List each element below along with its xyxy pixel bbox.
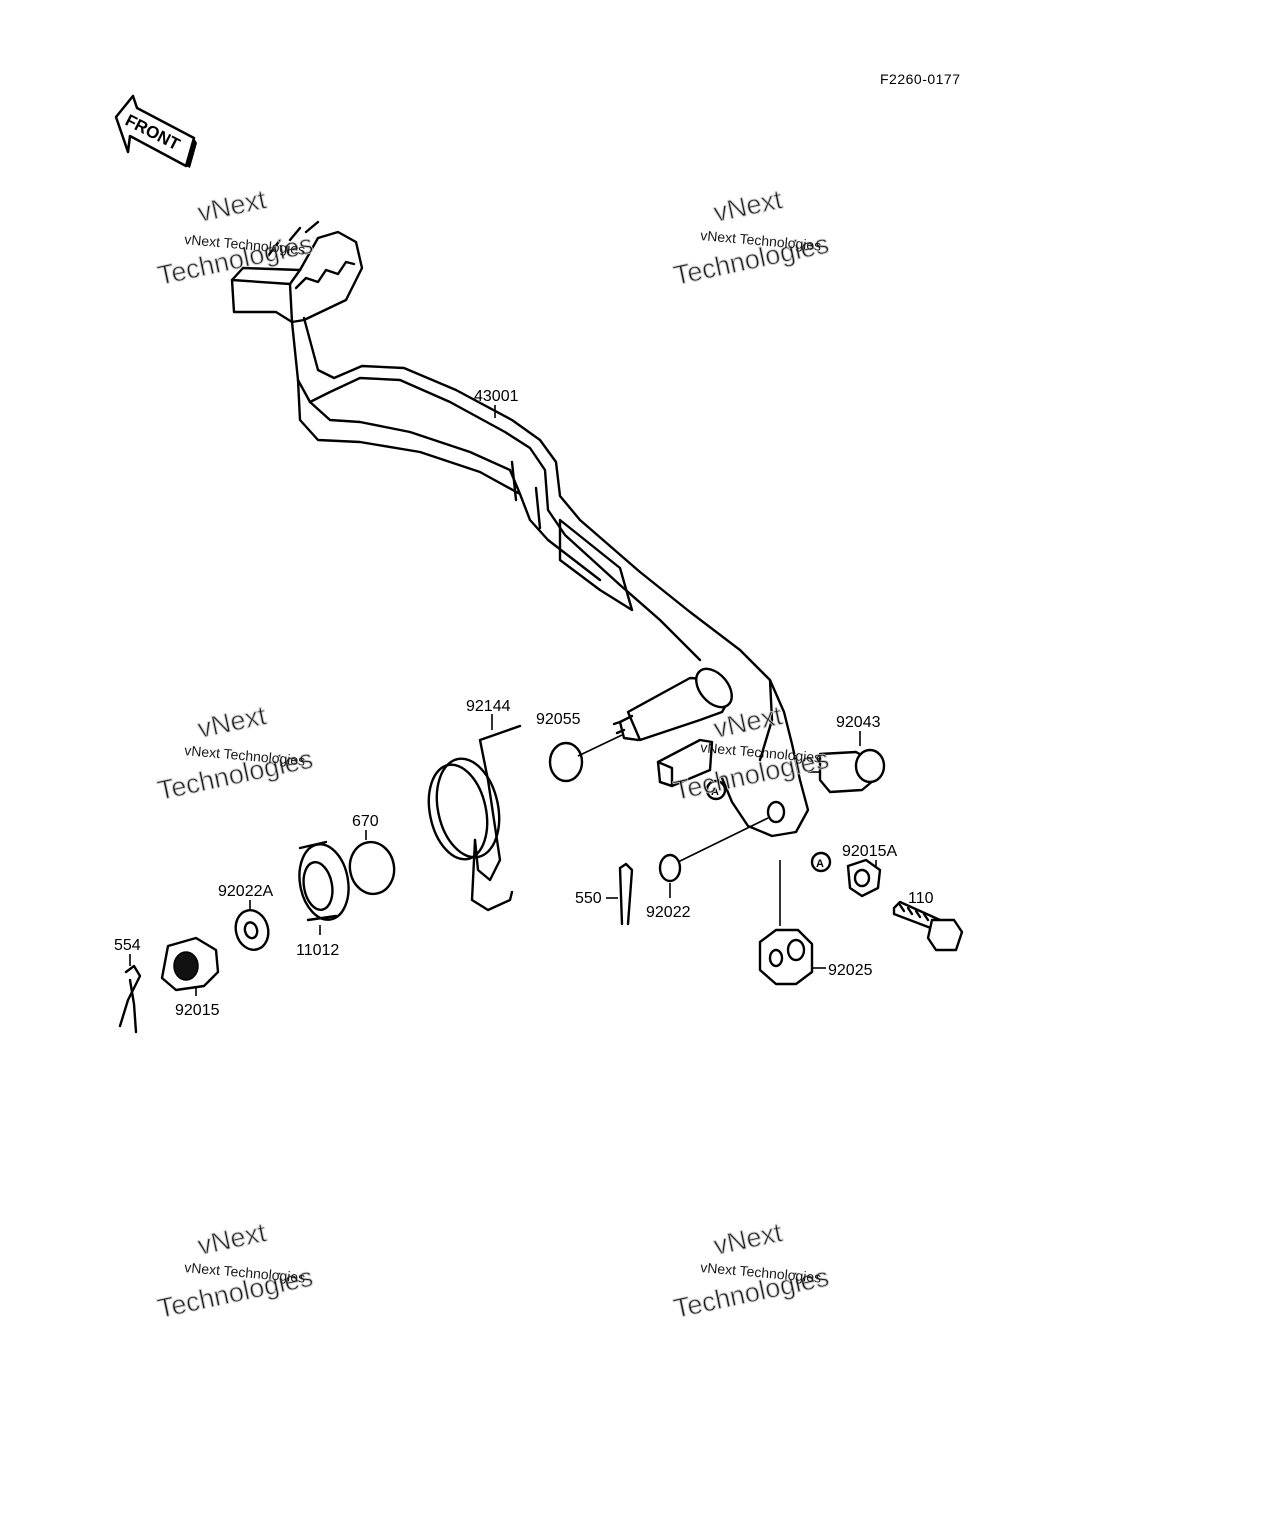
brake-pedal: A xyxy=(230,220,810,838)
label-92022a: 92022A xyxy=(218,883,273,900)
label-92015a: 92015A xyxy=(842,843,897,860)
watermark-bottom-right: vNext Technologies vNext Technologies xyxy=(671,1217,832,1325)
svg-text:vNext: vNext xyxy=(195,700,269,744)
svg-text:A: A xyxy=(816,858,824,870)
watermark-mid-left: vNext Technologies vNext Technologies xyxy=(155,700,316,807)
svg-text:vNext: vNext xyxy=(711,1217,785,1261)
label-554: 554 xyxy=(114,937,141,954)
label-550: 550 xyxy=(575,890,602,907)
svg-text:A: A xyxy=(711,786,719,798)
bolt-110 xyxy=(892,900,964,952)
return-spring xyxy=(427,724,522,912)
o-ring-92055 xyxy=(548,734,623,783)
watermark-top-right: vNext Technologies vNext Technologies xyxy=(671,184,832,292)
cotter-pin-550 xyxy=(618,862,634,926)
r-clip-554 xyxy=(118,964,142,1034)
svg-text:vNext: vNext xyxy=(195,184,269,228)
o-ring-670 xyxy=(348,840,396,896)
label-92144: 92144 xyxy=(466,698,511,715)
clevis-pin xyxy=(808,748,886,794)
watermark-bottom-left: vNext Technologies vNext Technologies xyxy=(155,1217,316,1325)
label-110: 110 xyxy=(908,890,934,907)
label-43001: 43001 xyxy=(474,388,519,405)
label-670: 670 xyxy=(352,813,379,830)
front-arrow-icon: FRONT xyxy=(114,94,197,168)
nut-92015a: A xyxy=(810,851,882,898)
label-92043: 92043 xyxy=(836,714,881,731)
nut-92015 xyxy=(160,936,220,992)
collar-11012 xyxy=(298,840,350,922)
svg-text:vNext: vNext xyxy=(195,1217,269,1261)
label-92015: 92015 xyxy=(175,1002,220,1019)
label-92055: 92055 xyxy=(536,711,581,728)
label-11012: 11012 xyxy=(296,942,339,959)
diagram-code: F2260-0177 xyxy=(880,71,961,87)
svg-text:vNext: vNext xyxy=(711,184,785,228)
washer-92022 xyxy=(658,817,769,883)
label-92025: 92025 xyxy=(828,962,873,979)
washer-92022a xyxy=(234,909,270,951)
clevis-bracket xyxy=(758,860,814,986)
label-92022: 92022 xyxy=(646,904,691,921)
